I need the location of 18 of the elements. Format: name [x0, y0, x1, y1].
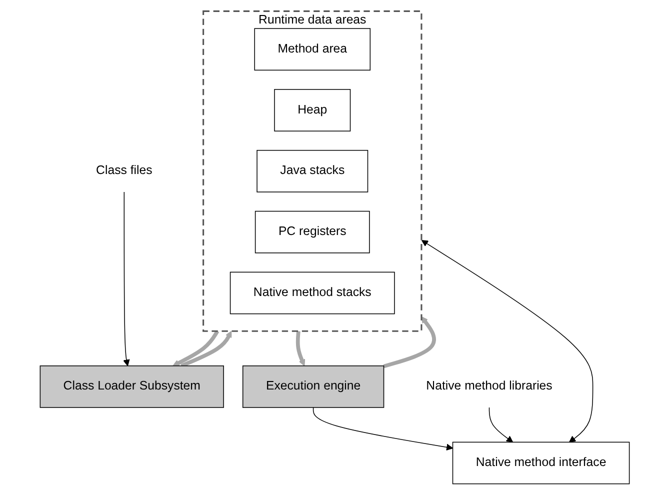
- arrow: [422, 240, 594, 442]
- node-box: Native method interface: [452, 442, 630, 484]
- node-box: PC registers: [255, 210, 370, 254]
- arrow: [313, 407, 454, 451]
- node-box: Execution engine: [242, 365, 384, 408]
- node-box: Java stacks: [256, 150, 368, 192]
- arrow: [296, 330, 306, 366]
- arrow: [383, 316, 436, 368]
- node-text: Native method libraries: [426, 380, 553, 393]
- arrow: [123, 192, 130, 366]
- node-text: Class files: [96, 164, 153, 178]
- node-box: Native method stacks: [230, 272, 396, 314]
- arrow: [172, 330, 220, 366]
- node-box: Class Loader Subsystem: [40, 365, 224, 408]
- node-box: Method area: [254, 28, 371, 71]
- arrow: [489, 407, 514, 442]
- arrow: [180, 330, 232, 368]
- node-box: Heap: [274, 89, 351, 132]
